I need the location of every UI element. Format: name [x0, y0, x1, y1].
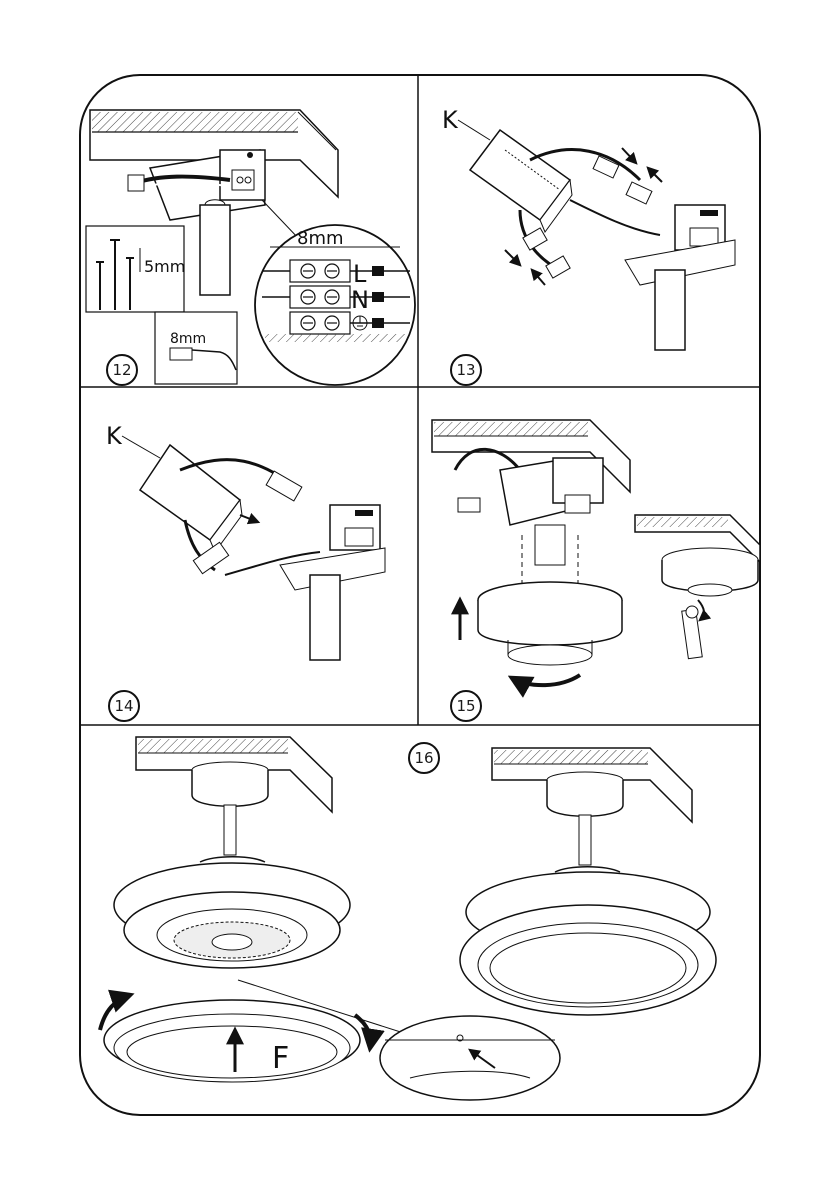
panel-step-12: 5mm 8mm 8mm L N [86, 110, 415, 385]
panel-step-13: K [442, 106, 735, 350]
cover-mark-label: F [272, 1041, 289, 1076]
receiver-label-13: K [442, 106, 459, 134]
cover-alignment-zoom [380, 1016, 560, 1100]
step-number-14: 14 [108, 690, 140, 722]
terminal-neutral-label: N [351, 286, 369, 314]
panel-step-16: F [100, 737, 716, 1100]
strip-length-terminal-label: 8mm [297, 228, 344, 249]
strip-length-inset-label: 8mm [170, 331, 206, 347]
terminal-live-label: L [353, 260, 367, 288]
panel-step-15 [432, 420, 760, 685]
strip-length-wire-label: 5mm [144, 257, 185, 276]
step-number-12: 12 [106, 354, 138, 386]
step-number-15: 15 [450, 690, 482, 722]
step-number-13: 13 [450, 354, 482, 386]
step-number-16: 16 [408, 742, 440, 774]
rotate-arrow-icon [512, 675, 580, 685]
receiver-label-14: K [106, 422, 123, 450]
panel-step-14: K [106, 422, 385, 660]
